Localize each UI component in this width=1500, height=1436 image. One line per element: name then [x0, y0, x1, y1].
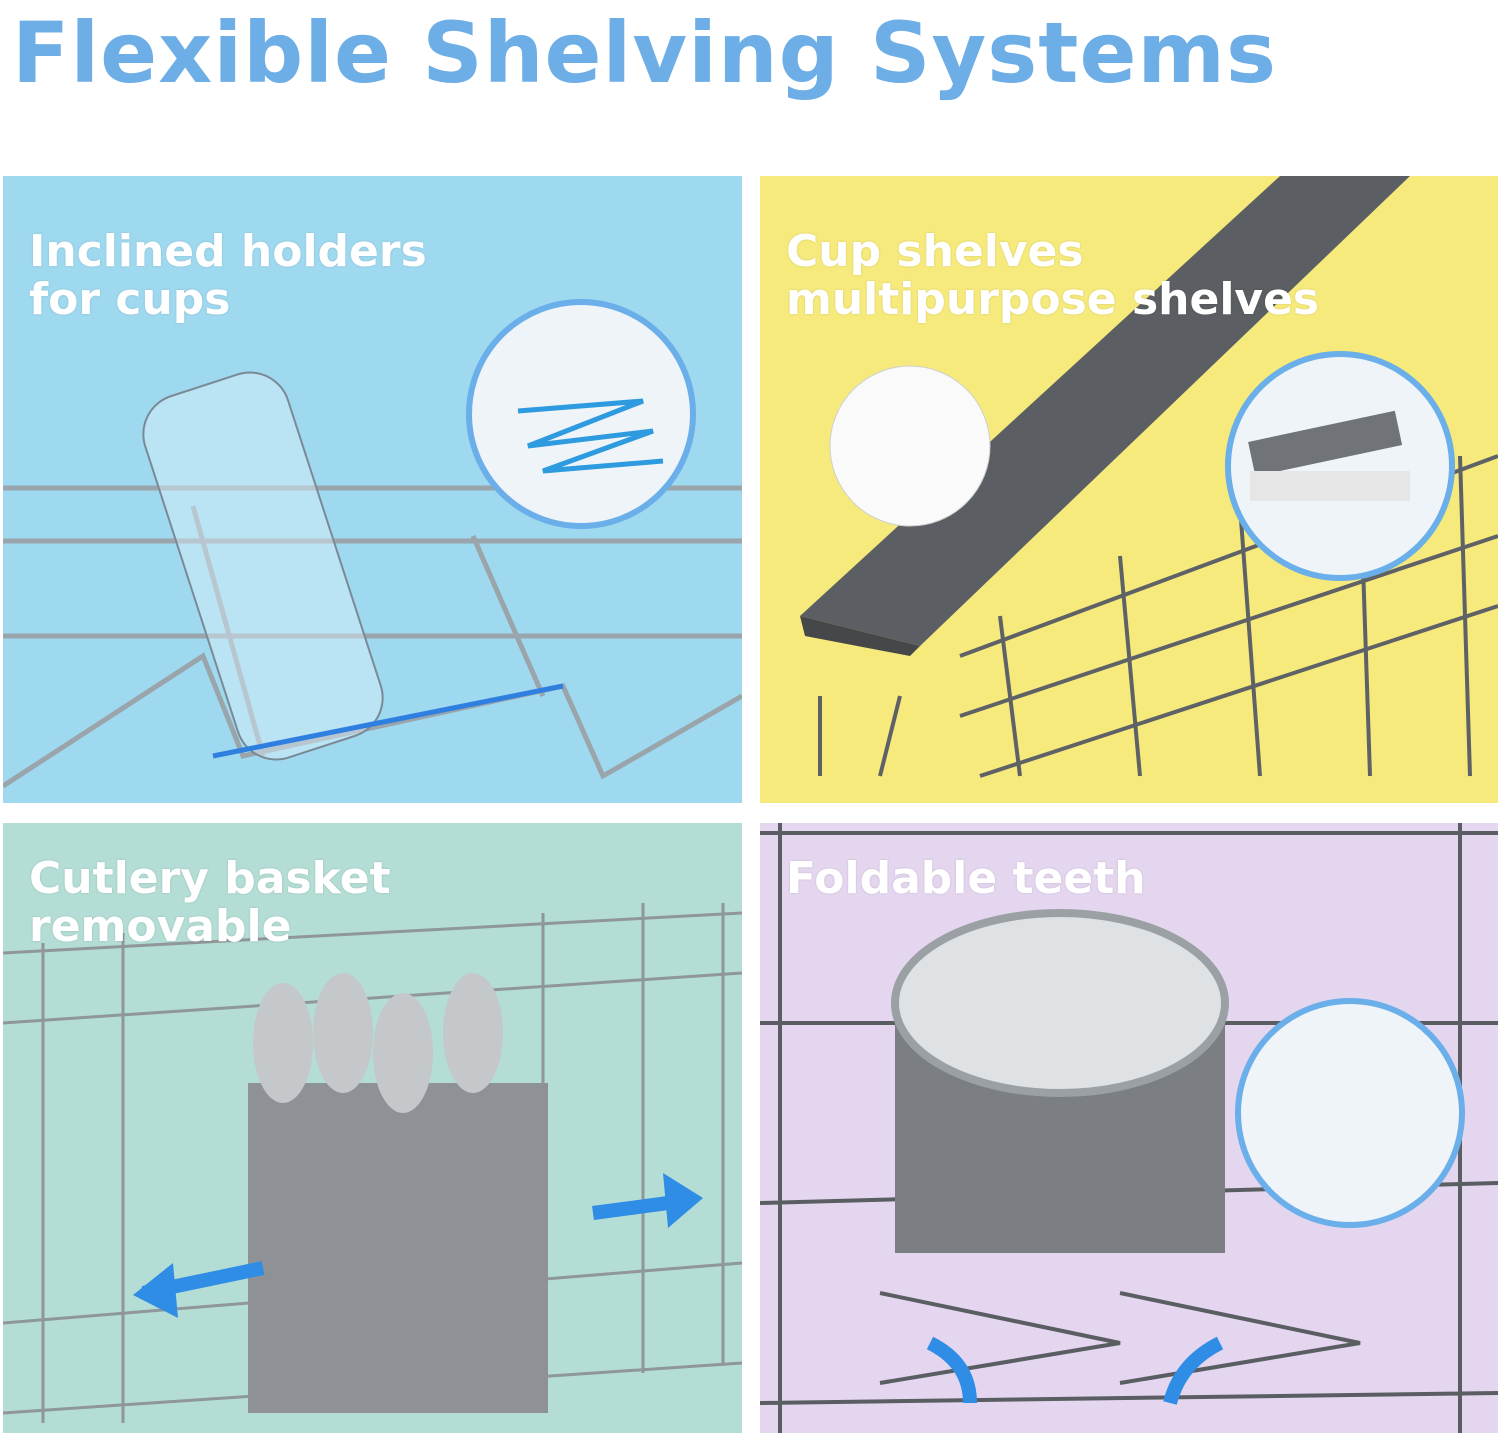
page-title: Flexible Shelving Systems	[12, 4, 1277, 102]
panel-label: Foldable teeth	[786, 853, 1146, 904]
panel-foldable-teeth: Foldable teeth	[760, 823, 1498, 1433]
cutlery-basket-illustration	[3, 903, 742, 1423]
cup-holder-illustration	[3, 299, 742, 789]
cup-shelf-illustration	[800, 176, 1498, 778]
foldable-teeth-illustration	[760, 823, 1498, 1433]
